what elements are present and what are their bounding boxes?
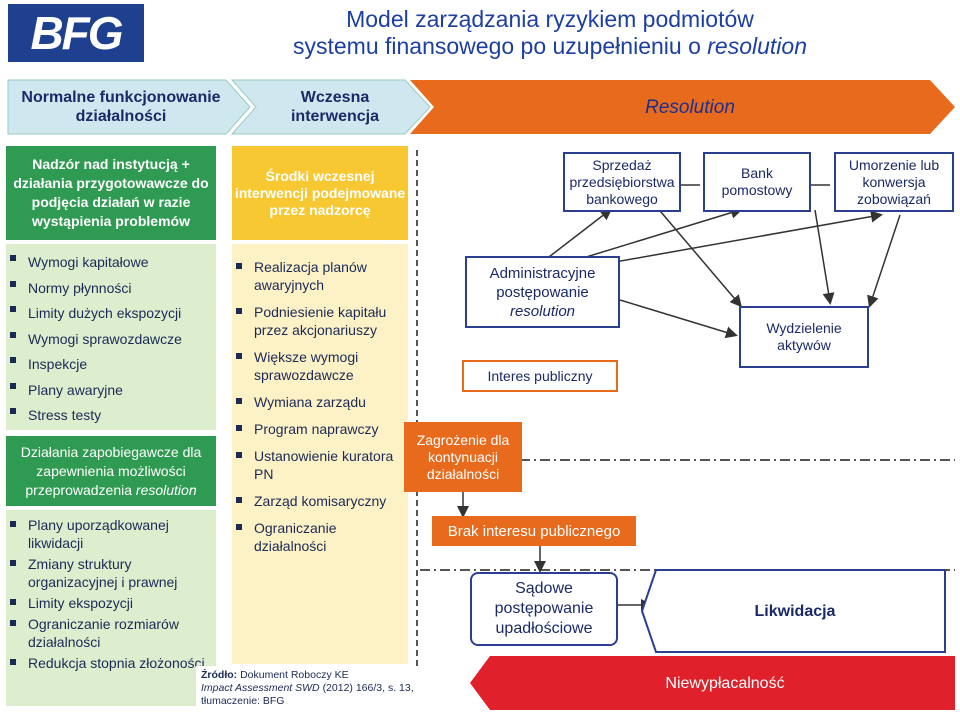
- bfg-logo: BFG: [8, 4, 144, 62]
- phase-resolution: Resolution: [645, 96, 735, 118]
- liquidation-arrow: [640, 569, 946, 653]
- list-item: Realizacja planów awaryjnych: [232, 258, 408, 294]
- mid-panel: Realizacja planów awaryjnych Podniesieni…: [232, 244, 408, 664]
- threat-box: Zagrożenie dla kontynuacji działalności: [404, 422, 522, 492]
- list-item: Wymogi sprawozdawcze: [6, 327, 216, 353]
- list-item: Ograniczanie działalności: [232, 519, 408, 555]
- phase-arrows: [7, 79, 955, 135]
- list-item: Zmiany struktury organizacyjnej i prawne…: [6, 555, 216, 591]
- list-item: Redukcja stopnia złożoności: [6, 654, 216, 672]
- source-note: Źródło: Dokument Roboczy KE Impact Asses…: [196, 666, 456, 710]
- list-item: Ograniczanie rozmiarów działalności: [6, 615, 216, 651]
- court-proceedings-box: Sądowe postępowanie upadłościowe: [470, 572, 618, 646]
- mid-header: Środki wczesnej interwencji podejmowane …: [232, 146, 408, 240]
- tool-sale: Sprzedaż przedsiębiorstwa bankowego: [563, 152, 681, 212]
- list-item: Inspekcje: [6, 352, 216, 378]
- list-item: Limity dużych ekspozycji: [6, 301, 216, 327]
- phase-early: Wczesna interwencja: [290, 89, 380, 125]
- list-item: Wymogi kapitałowe: [6, 250, 216, 276]
- left-panel-2: Plany uporządkowanej likwidacji Zmiany s…: [6, 510, 216, 706]
- list-item: Podniesienie kapitału przez akcjonariusz…: [232, 303, 408, 339]
- list-item: Stress testy: [6, 403, 216, 429]
- list-item: Plany awaryjne: [6, 378, 216, 404]
- list-item: Limity ekspozycji: [6, 594, 216, 612]
- list-item: Plany uporządkowanej likwidacji: [6, 516, 216, 552]
- insolvency-arrow: [470, 656, 955, 710]
- tool-bridge-bank: Bank pomostowy: [703, 152, 811, 212]
- public-interest-box: Interes publiczny: [462, 360, 618, 392]
- list-item: Zarząd komisaryczny: [232, 492, 408, 510]
- list-item: Wymiana zarządu: [232, 393, 408, 411]
- list-item: Program naprawczy: [232, 420, 408, 438]
- page-title: Model zarządzania ryzykiem podmiotów sys…: [292, 6, 807, 59]
- list-item: Większe wymogi sprawozdawcze: [232, 348, 408, 384]
- left-header: Nadzór nad instytucją + działania przygo…: [6, 146, 216, 240]
- left-panel: Wymogi kapitałowe Normy płynności Limity…: [6, 244, 216, 430]
- no-public-interest-box: Brak interesu publicznego: [432, 516, 636, 546]
- insolvency-label: Niewypłacalność: [665, 674, 785, 692]
- list-item: Ustanowienie kuratora PN: [232, 447, 408, 483]
- left-header-2: Działania zapobiegawcze dla zapewnienia …: [6, 436, 216, 506]
- asset-separation-box: Wydzielenie aktywów: [739, 306, 869, 368]
- list-item: Normy płynności: [6, 276, 216, 302]
- tool-bail-in: Umorzenie lub konwersja zobowiązań: [834, 152, 954, 212]
- liquidation-label: Likwidacja: [754, 602, 836, 620]
- phase-normal: Normalne funkcjonowanie działalności: [21, 89, 221, 125]
